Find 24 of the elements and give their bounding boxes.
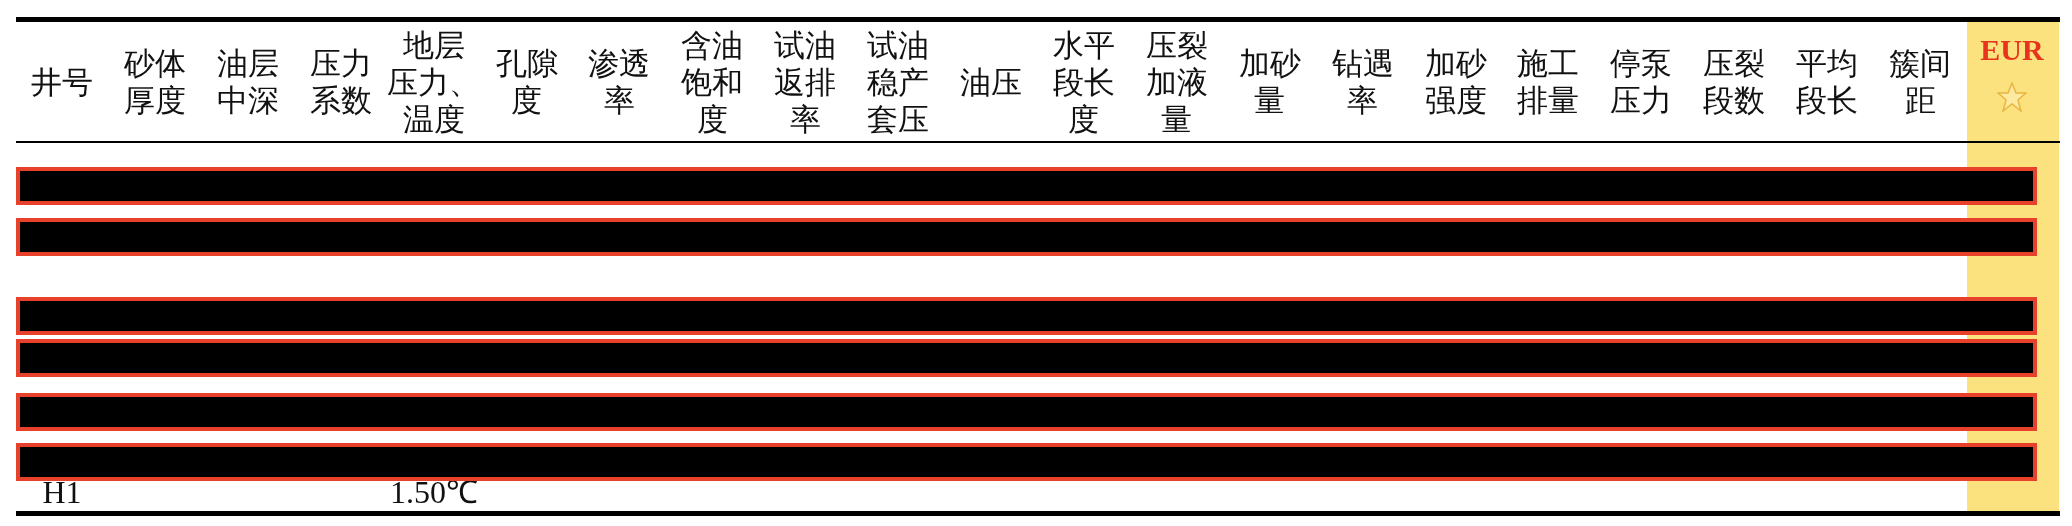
header-cell: EUR: [1980, 32, 2044, 68]
header-cell: 渗透率: [588, 45, 651, 119]
header-cell: 油层中深: [216, 45, 279, 119]
header-cell: 孔隙度: [495, 45, 558, 119]
header-cell: 加砂强度: [1424, 45, 1487, 119]
header-cell: 含油饱和度: [681, 26, 744, 138]
header-cell: 压力系数: [309, 45, 372, 119]
header-cell: 试油稳产套压: [867, 26, 930, 138]
header-cell: 油压: [960, 63, 1022, 101]
table-cell: H1: [42, 474, 82, 510]
header-cell: 试油返排率: [774, 26, 837, 138]
header-cell: 簇间距: [1889, 45, 1951, 119]
header-cell: 水平段长度: [1052, 26, 1115, 138]
header-cell: 平均段长: [1796, 45, 1859, 119]
header-cell: 钻遇率: [1331, 45, 1394, 119]
header-cell: 压裂加液量: [1145, 26, 1208, 138]
header-cell: 井号: [31, 63, 93, 101]
header-cell: 砂体厚度: [123, 45, 186, 119]
header-cell: 地层压力、温度: [387, 26, 481, 138]
table-cell: 1.50℃: [390, 474, 478, 510]
header-cell: 加砂量: [1238, 45, 1301, 119]
header-cell: 停泵压力: [1610, 45, 1673, 119]
header-cell: 压裂段数: [1703, 45, 1766, 119]
header-cell: 施工排量: [1517, 45, 1580, 119]
